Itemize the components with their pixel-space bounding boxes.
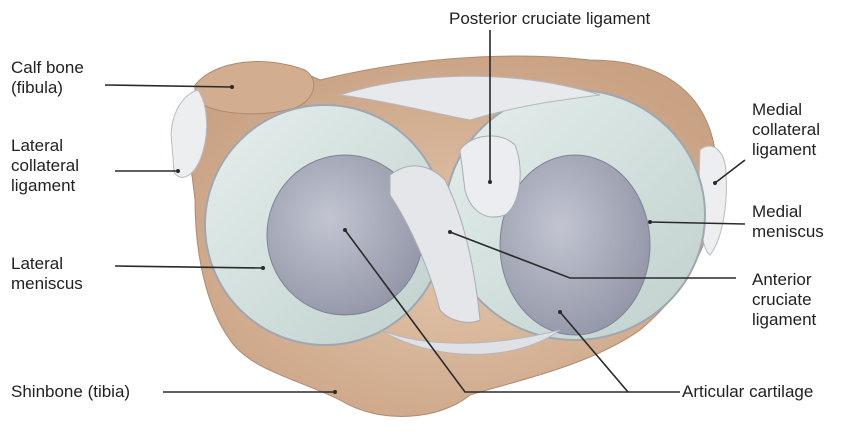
dot-shinbone: [333, 390, 337, 394]
label-line: Lateral: [11, 136, 79, 156]
label-medial-collateral-ligament: Medial collateral ligament: [752, 100, 820, 160]
label-line: ligament: [11, 176, 79, 196]
label-line: Anterior: [752, 270, 816, 290]
label-line: Shinbone (tibia): [11, 382, 130, 402]
label-shinbone: Shinbone (tibia): [11, 382, 130, 402]
label-line: Calf bone: [11, 58, 84, 78]
label-articular-cartilage: Articular cartilage: [682, 382, 813, 402]
label-line: Articular cartilage: [682, 382, 813, 402]
medial-articular-cartilage: [500, 155, 650, 335]
dot-medial-meniscus: [648, 220, 652, 224]
label-line: meniscus: [752, 222, 824, 242]
dot-calf-bone: [230, 85, 234, 89]
label-line: Lateral: [11, 254, 83, 274]
label-line: meniscus: [11, 274, 83, 294]
label-line: collateral: [11, 156, 79, 176]
dot-anterior-cruciate: [448, 230, 452, 234]
label-line: Medial: [752, 202, 824, 222]
label-medial-meniscus: Medial meniscus: [752, 202, 824, 242]
dot-posterior-cruciate: [488, 180, 492, 184]
label-lateral-collateral-ligament: Lateral collateral ligament: [11, 136, 79, 196]
dot-articular-cartilage-lateral: [343, 228, 347, 232]
label-line: Medial: [752, 100, 820, 120]
dot-medial-collateral: [713, 181, 717, 185]
label-posterior-cruciate-ligament: Posterior cruciate ligament: [449, 9, 650, 29]
label-calf-bone: Calf bone (fibula): [11, 58, 84, 98]
dot-articular-cartilage-medial: [558, 310, 562, 314]
dot-lateral-collateral: [176, 169, 180, 173]
label-line: Posterior cruciate ligament: [449, 9, 650, 29]
fibula-bone: [195, 62, 314, 114]
label-line: ligament: [752, 140, 820, 160]
label-line: ligament: [752, 310, 816, 330]
dot-lateral-meniscus: [261, 266, 265, 270]
label-line: (fibula): [11, 78, 84, 98]
label-anterior-cruciate-ligament: Anterior cruciate ligament: [752, 270, 816, 330]
label-line: cruciate: [752, 290, 816, 310]
label-line: collateral: [752, 120, 820, 140]
label-lateral-meniscus: Lateral meniscus: [11, 254, 83, 294]
